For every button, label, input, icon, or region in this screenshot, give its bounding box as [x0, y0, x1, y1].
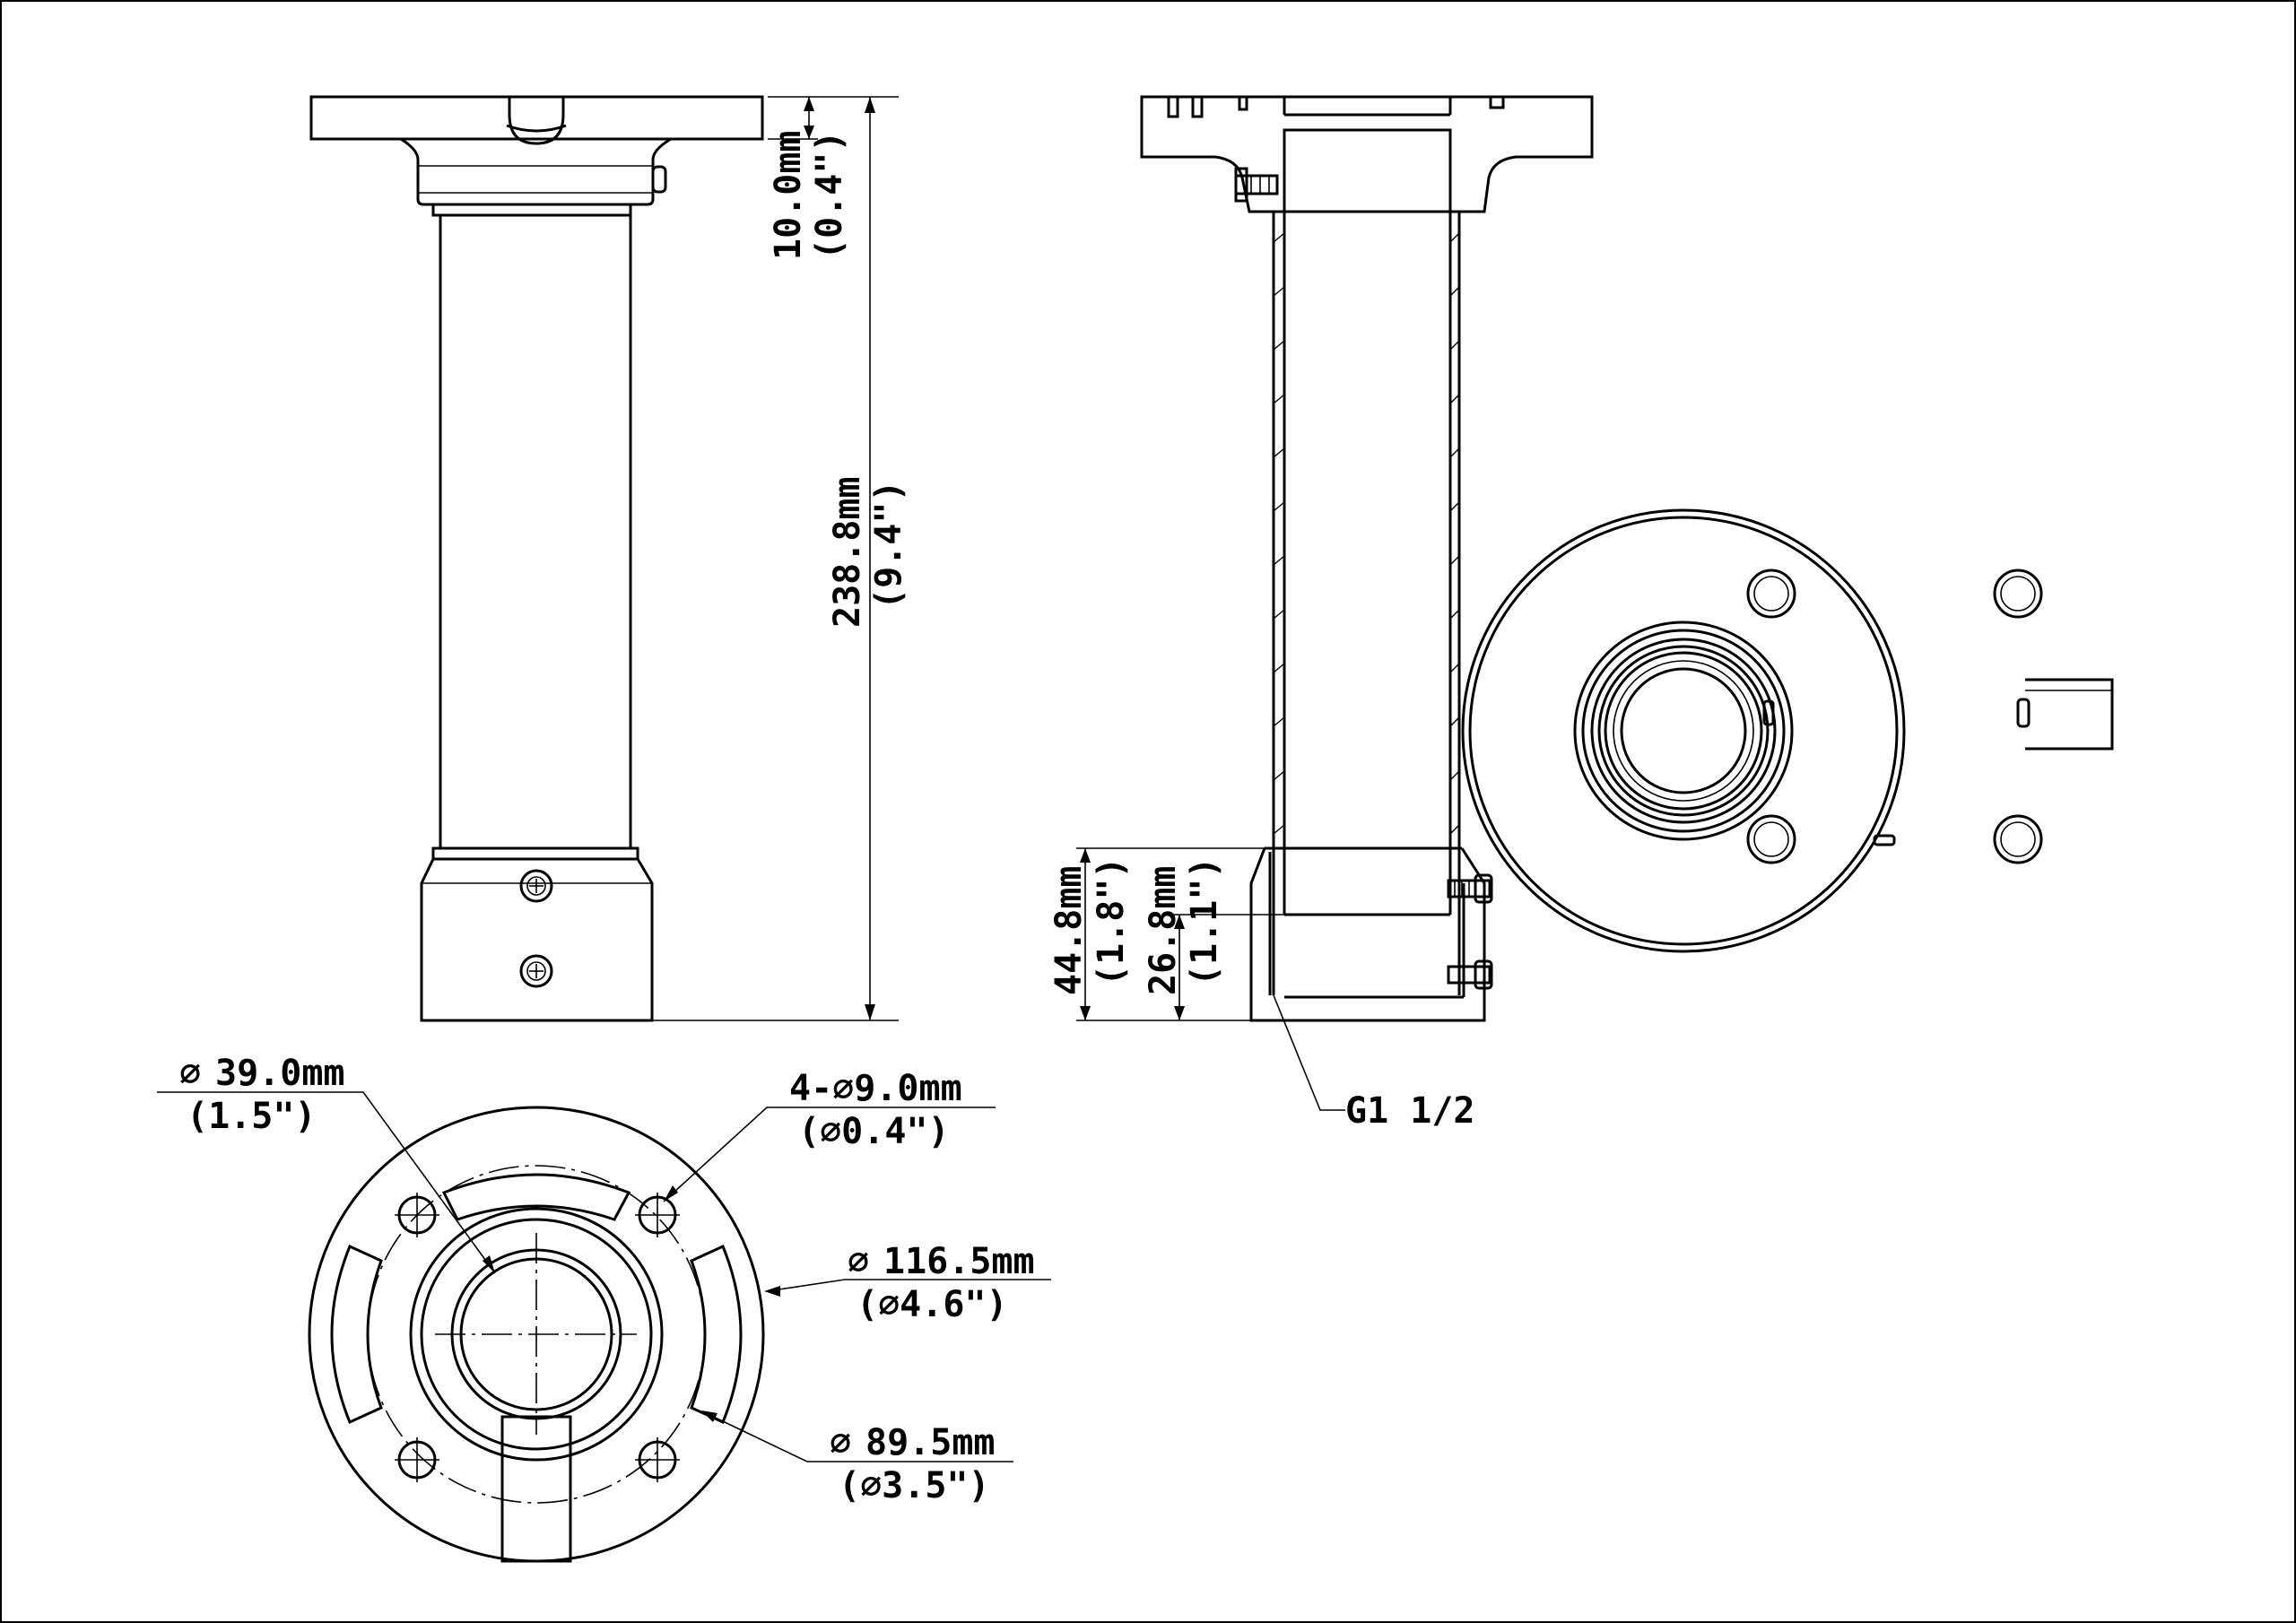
center-hole-mm: 39.0mm [215, 1053, 345, 1094]
front-view [309, 95, 899, 1022]
mount-hole [635, 1437, 680, 1482]
mount-hole [395, 1437, 439, 1482]
mount-hole [1746, 568, 1796, 619]
set-screw-lower [1447, 959, 1493, 990]
arc-slot [330, 1244, 383, 1425]
total-length-mm: 238.8mm [827, 476, 868, 628]
flange-thickness-inch: (0.4") [809, 131, 850, 261]
mount-hole [635, 1193, 680, 1237]
outer-diameter-symbol: ∅ [848, 1241, 869, 1282]
arc-slot [441, 1173, 631, 1221]
bolt-circle-mm: 89.5mm [865, 1422, 996, 1463]
set-screw-top [1234, 167, 1279, 203]
mount-hole [395, 1193, 439, 1237]
mount-hole [1746, 814, 1796, 864]
flange-thickness-mm: 10.0mm [768, 131, 809, 261]
mount-hole [1993, 814, 2043, 864]
thread-spec-label: G1 1/2 [1345, 1090, 1475, 1132]
set-screw-upper [1447, 873, 1493, 904]
screw-head [519, 869, 553, 903]
adapter-length-mm: 44.8mm [1048, 866, 1090, 996]
bottom-view [1461, 508, 2114, 953]
top-view [157, 1091, 1051, 1563]
mount-holes-mm: 4-∅9.0mm [789, 1068, 962, 1109]
mount-holes-inch: (∅0.4") [798, 1111, 950, 1152]
screw-head [519, 954, 553, 988]
total-length-inch: (9.4") [868, 481, 909, 611]
center-hole-inch: (1.5") [187, 1096, 317, 1137]
adapter-length-inch: (1.8") [1091, 857, 1132, 987]
wall-hatching [1273, 232, 1460, 835]
thread-length-inch: (1.1") [1184, 857, 1225, 987]
bolt-circle-inch: (∅3.5") [839, 1465, 990, 1506]
bolt-circle-symbol: ∅ [830, 1422, 851, 1463]
section-view [1076, 95, 1594, 1111]
center-hole-symbol: ∅ [179, 1053, 201, 1094]
outer-diameter-inch: (∅4.6") [857, 1284, 1008, 1325]
outer-diameter-mm: 116.5mm [883, 1241, 1035, 1282]
thread-length-mm: 26.8mm [1143, 866, 1184, 996]
mount-hole [1993, 568, 2043, 619]
